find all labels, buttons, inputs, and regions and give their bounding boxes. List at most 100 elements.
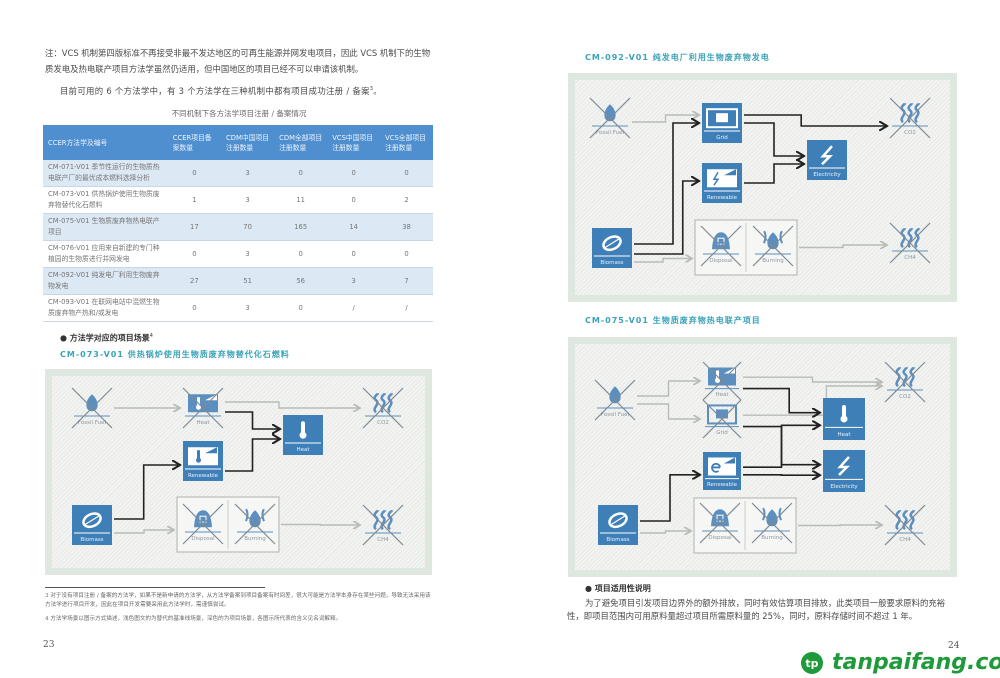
- diagram-node-heatx: Heat: [702, 361, 742, 401]
- footnote-ref[interactable]: 3: [369, 86, 374, 92]
- node-label: CH4: [904, 255, 916, 261]
- diagram-node-biomass: Biomass: [72, 505, 112, 545]
- node-label: Heat: [837, 432, 851, 438]
- node-label: Biomass: [606, 537, 629, 543]
- crossed-out-icon: [182, 503, 224, 545]
- node-label: Heat: [196, 420, 210, 426]
- intro-paragraph: 目前可用的 6 个方法学中，有 3 个方法学在三种机制中都有项目成功注册 / 备…: [60, 81, 440, 100]
- methodology-cell: CM-071-V01 季节性运行的生物质热电联产厂的最优成本燃料选择分析: [43, 160, 168, 187]
- crossed-out-icon: [884, 504, 926, 546]
- baseline-flow-arrow: [637, 381, 700, 397]
- count-cell: 3: [221, 240, 275, 268]
- node-label: CO2: [899, 394, 911, 400]
- project-flow-arrow: [225, 439, 280, 472]
- note-paragraph: 注：VCS 机制第四版标准不再接受非最不发达地区的可再生能源并网发电项目，因此 …: [45, 48, 431, 74]
- table-caption: 不同机制下各方法学项目注册 / 备案情况: [171, 109, 307, 118]
- disposal-icon: [712, 232, 730, 250]
- count-cell: 3: [221, 160, 275, 187]
- watermark-logo: tp tanpaifang.com: [800, 650, 1000, 675]
- baseline-flow-arrow: [281, 525, 360, 526]
- count-cell: 17: [167, 213, 222, 241]
- applicability-paragraph: 为了避免项目引发项目边界外的额外排放，同时有效估算项目排放，此类项目一般要求原料…: [567, 598, 946, 621]
- diagram-node-grid: Grid: [702, 103, 742, 143]
- crossed-out-icon: [182, 387, 224, 429]
- diagram-node-gridx: Grid: [702, 399, 742, 439]
- crossed-out-icon: [702, 399, 742, 439]
- diagram-title: CM-075-V01 生物质废弃物热电联产项目: [585, 316, 761, 325]
- project-flow-arrow: [634, 123, 699, 245]
- project-flow-arrow: [114, 465, 180, 520]
- node-label: Burning: [244, 536, 265, 542]
- crossed-out-icon: [234, 503, 276, 545]
- methodology-cell: CM-075-V01 生物质废弃物热电联产项目: [43, 213, 168, 241]
- methodology-cell: CM-093-V01 在联网电站中混燃生物质废弃物产热和/或发电: [43, 294, 168, 322]
- baseline-flow-arrow: [632, 115, 699, 123]
- crossed-out-icon: [71, 387, 113, 429]
- node-label: Disposal: [191, 536, 215, 542]
- burning-icon: [245, 508, 265, 528]
- baseline-flow-arrow: [634, 259, 692, 263]
- watermark-text: tanpaifang.com: [832, 650, 1000, 675]
- node-label: Electricity: [813, 172, 841, 178]
- biomass-icon: [82, 512, 102, 529]
- node-label: Renewable: [707, 195, 738, 201]
- node-label: Fossil Fuel: [596, 130, 625, 136]
- project-flow-arrow: [744, 164, 804, 184]
- methodology-cell: CM-076-V01 应用来自新建的专门种植园的生物质进行并网发电: [43, 240, 168, 268]
- diagram-node-fossil: Fossil Fuel: [589, 97, 631, 139]
- disposal-icon: [194, 510, 212, 528]
- footnote-3: 3 对于没有项目注册 / 备案的方法学，如果不是新申请的方法学，从方法学备案到项…: [45, 593, 431, 608]
- count-cell: /: [327, 294, 381, 322]
- diagram-title: CM-092-V01 纯发电厂利用生物废弃物发电: [585, 53, 770, 62]
- project-flow-arrow: [743, 425, 820, 468]
- count-cell: 0: [327, 160, 381, 187]
- node-label: Disposal: [708, 535, 732, 541]
- electricity-icon: [837, 456, 851, 476]
- node-label: Grid: [716, 430, 728, 436]
- count-cell: 38: [380, 213, 433, 241]
- heat-plant-icon: [188, 394, 218, 413]
- intro-end: 。: [373, 85, 382, 96]
- diagram-node-renew: Renewable: [702, 163, 742, 203]
- svg-text:tp: tp: [805, 657, 818, 670]
- baseline-flow-arrow: [114, 530, 174, 533]
- page-number-right: 24: [948, 641, 960, 651]
- node-label: CH4: [377, 537, 389, 543]
- heat-plant-icon: [708, 367, 736, 386]
- crossed-out-icon: [589, 97, 631, 139]
- diagram-node-elec: Electricity: [823, 450, 865, 492]
- crossed-out-icon: [702, 361, 742, 401]
- grid-icon: [707, 404, 737, 425]
- diagram-node-disposal: Disposal: [700, 225, 742, 267]
- node-label: Renewable: [188, 473, 219, 479]
- count-cell: 3: [221, 186, 275, 214]
- heat-plant-icon: [188, 447, 218, 466]
- diagram-node-biomass: Biomass: [592, 228, 632, 268]
- biomass-icon: [608, 512, 628, 529]
- footnote-4: 4 方法学场景以图示方式描述，浅色图文的为替代的基准线场景，深色的为项目场景，各…: [45, 616, 342, 622]
- node-label: Renewable: [707, 482, 738, 488]
- biomass-icon: [602, 235, 622, 252]
- table-header-cell: CCER方法学及编号: [43, 125, 168, 160]
- count-cell: 14: [327, 213, 381, 241]
- diagram-node-co2: CO2: [889, 97, 931, 139]
- thermometer-icon: [840, 404, 848, 423]
- project-flow-arrow: [744, 122, 804, 156]
- count-cell: 0: [274, 240, 328, 268]
- project-flow-arrow: [743, 387, 820, 413]
- footnote-ref[interactable]: 4: [149, 333, 153, 339]
- count-cell: 0: [167, 240, 222, 268]
- diagram-node-disposal: Disposal: [182, 503, 224, 545]
- diagram-node-burning: Burning: [751, 502, 793, 544]
- diagram-node-heat: Heat: [823, 398, 865, 440]
- count-cell: 1: [167, 186, 222, 214]
- table-header-cell: VCS中国项目注册数量: [327, 125, 381, 160]
- diagram-node-co2: CO2: [884, 361, 926, 403]
- count-cell: 0: [274, 294, 328, 322]
- grid-icon: [706, 108, 738, 129]
- node-label: CO2: [377, 420, 389, 426]
